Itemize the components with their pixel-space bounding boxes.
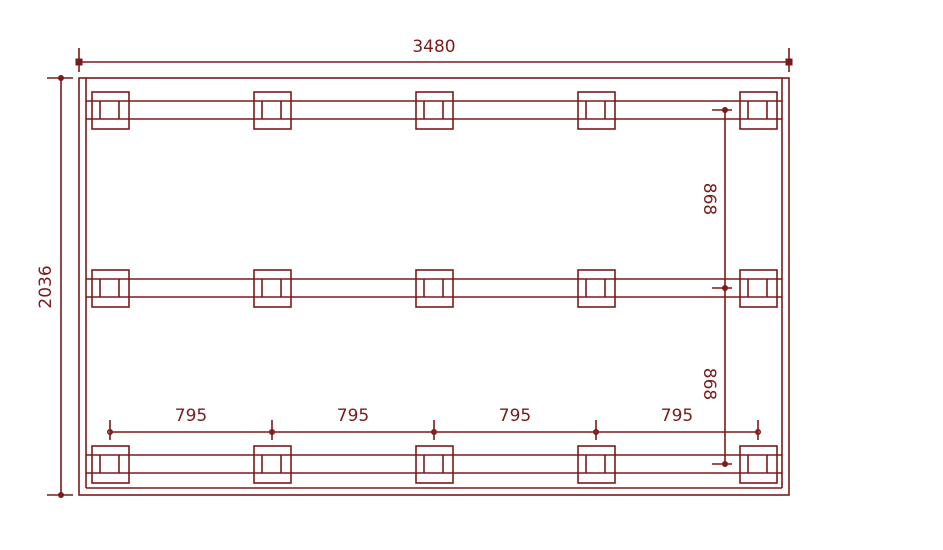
outer-frame (78, 77, 790, 496)
dimension-marker (58, 75, 64, 81)
dimension-marker (58, 492, 64, 498)
footing-pad (91, 269, 130, 308)
column-spacing-label-1: 795 (175, 406, 207, 426)
footing-pad (577, 91, 616, 130)
footing-pad (577, 269, 616, 308)
column-spacing-marker (754, 428, 761, 435)
column-spacing-marker (592, 428, 599, 435)
beams (86, 100, 782, 474)
pad-outline (91, 91, 130, 130)
column-spacing-label-3: 795 (499, 406, 531, 426)
footing-pad (415, 445, 454, 484)
row-spacing-label-1: 868 (699, 183, 719, 215)
footing-pad (253, 91, 292, 130)
pad-outline (577, 445, 616, 484)
pad-outline (253, 445, 292, 484)
footing-pad (739, 91, 778, 130)
pads (91, 91, 778, 484)
pad-outline (415, 269, 454, 308)
pad-outline (253, 269, 292, 308)
footing-pad (253, 269, 292, 308)
column-spacing-marker (430, 428, 437, 435)
overall-width-label: 3480 (412, 37, 455, 57)
footing-pad (739, 445, 778, 484)
column-spacing-marker (268, 428, 275, 435)
dimension-marker (785, 58, 793, 66)
row-spacing-label-2: 868 (699, 368, 719, 400)
footing-pad (739, 269, 778, 308)
dimension-marker (75, 58, 83, 66)
frame-outline (78, 77, 790, 496)
pad-outline (415, 91, 454, 130)
overall-height-label: 2036 (36, 265, 56, 308)
footing-pad (253, 445, 292, 484)
pad-outline (415, 445, 454, 484)
pad-outline (739, 269, 778, 308)
pad-outline (739, 91, 778, 130)
column-spacing-marker (107, 428, 114, 435)
footing-pad (415, 91, 454, 130)
row-spacing-marker (722, 107, 728, 113)
row-spacing-marker (722, 285, 728, 291)
row-spacing-marker (722, 461, 728, 467)
pad-outline (91, 445, 130, 484)
pad-outline (739, 445, 778, 484)
pad-outline (577, 91, 616, 130)
dimensions: 3480 2036 795 795 795 795 868 868 (36, 37, 793, 498)
column-spacing-label-2: 795 (337, 406, 369, 426)
pad-outline (577, 269, 616, 308)
footing-pad (91, 445, 130, 484)
footing-pad (577, 445, 616, 484)
column-spacing-label-4: 795 (661, 406, 693, 426)
footing-pad (415, 269, 454, 308)
footing-pad (91, 91, 130, 130)
pad-outline (253, 91, 292, 130)
pad-outline (91, 269, 130, 308)
